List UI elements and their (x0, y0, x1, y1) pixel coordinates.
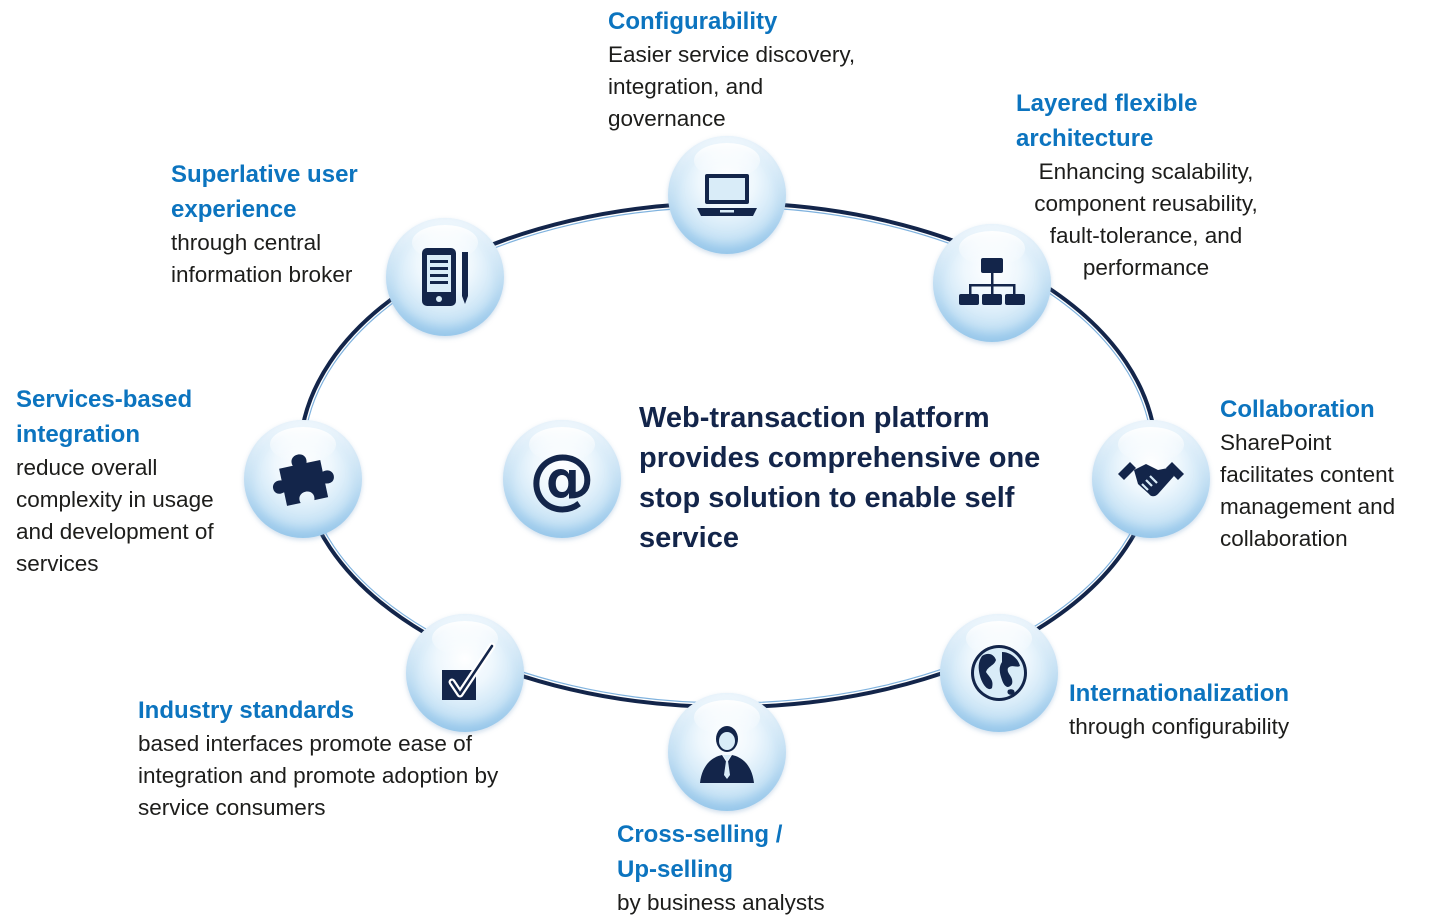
node-cross-selling (668, 693, 786, 811)
node-collaboration (1092, 420, 1210, 538)
title-services-integration: Services-based integration (16, 386, 193, 448)
desc-configurability: Easier service discovery, integration, a… (608, 42, 856, 131)
tablet-icon (422, 248, 468, 306)
title-layered-architecture: Layered flexible architecture (1016, 90, 1198, 152)
laptop-icon (697, 174, 757, 216)
node-layered-architecture (933, 224, 1051, 342)
label-configurability: Configurability Easier service discovery… (608, 4, 878, 135)
label-cross-selling: Cross-selling / Up-selling by business a… (617, 817, 897, 919)
label-layered-architecture: Layered flexible architecture Enhancing … (1016, 86, 1316, 284)
label-services-integration: Services-based integration reduce overal… (16, 382, 246, 580)
title-industry-standards: Industry standards (138, 697, 355, 724)
at-sign-icon: @ (529, 440, 595, 517)
desc-user-experience: through central information broker (171, 230, 353, 287)
title-user-experience: Superlative user experience (171, 161, 358, 223)
title-internationalization: Internationalization (1069, 680, 1290, 707)
node-services-integration (244, 420, 362, 538)
label-industry-standards: Industry standards based interfaces prom… (138, 693, 568, 824)
title-collaboration: Collaboration (1220, 396, 1375, 423)
title-cross-selling: Cross-selling / Up-selling (617, 821, 783, 883)
node-user-experience (386, 218, 504, 336)
node-industry-standards (406, 614, 524, 732)
title-configurability: Configurability (608, 8, 778, 35)
desc-cross-selling: by business analysts (617, 890, 825, 915)
globe-icon (971, 645, 1027, 701)
label-internationalization: Internationalization through configurabi… (1069, 676, 1369, 743)
desc-industry-standards: based interfaces promote ease of integra… (138, 731, 499, 820)
org-chart-icon (959, 258, 1025, 305)
desc-collaboration: SharePoint facilitates content managemen… (1220, 430, 1396, 551)
label-collaboration: Collaboration SharePoint facilitates con… (1220, 392, 1430, 555)
center-statement: Web-transaction platform provides compre… (639, 402, 1041, 554)
checkbox-icon (442, 642, 496, 700)
desc-layered-architecture: Enhancing scalability, component reusabi… (1034, 159, 1258, 280)
puzzle-piece-icon (272, 454, 334, 506)
desc-services-integration: reduce overall complexity in usage and d… (16, 455, 214, 576)
node-configurability (668, 136, 786, 254)
desc-internationalization: through configurability (1069, 714, 1290, 739)
businessman-icon (700, 726, 754, 783)
handshake-icon (1118, 462, 1184, 497)
center-node: @ (503, 420, 621, 538)
node-internationalization (940, 614, 1058, 732)
label-user-experience: Superlative user experience through cent… (171, 157, 401, 291)
